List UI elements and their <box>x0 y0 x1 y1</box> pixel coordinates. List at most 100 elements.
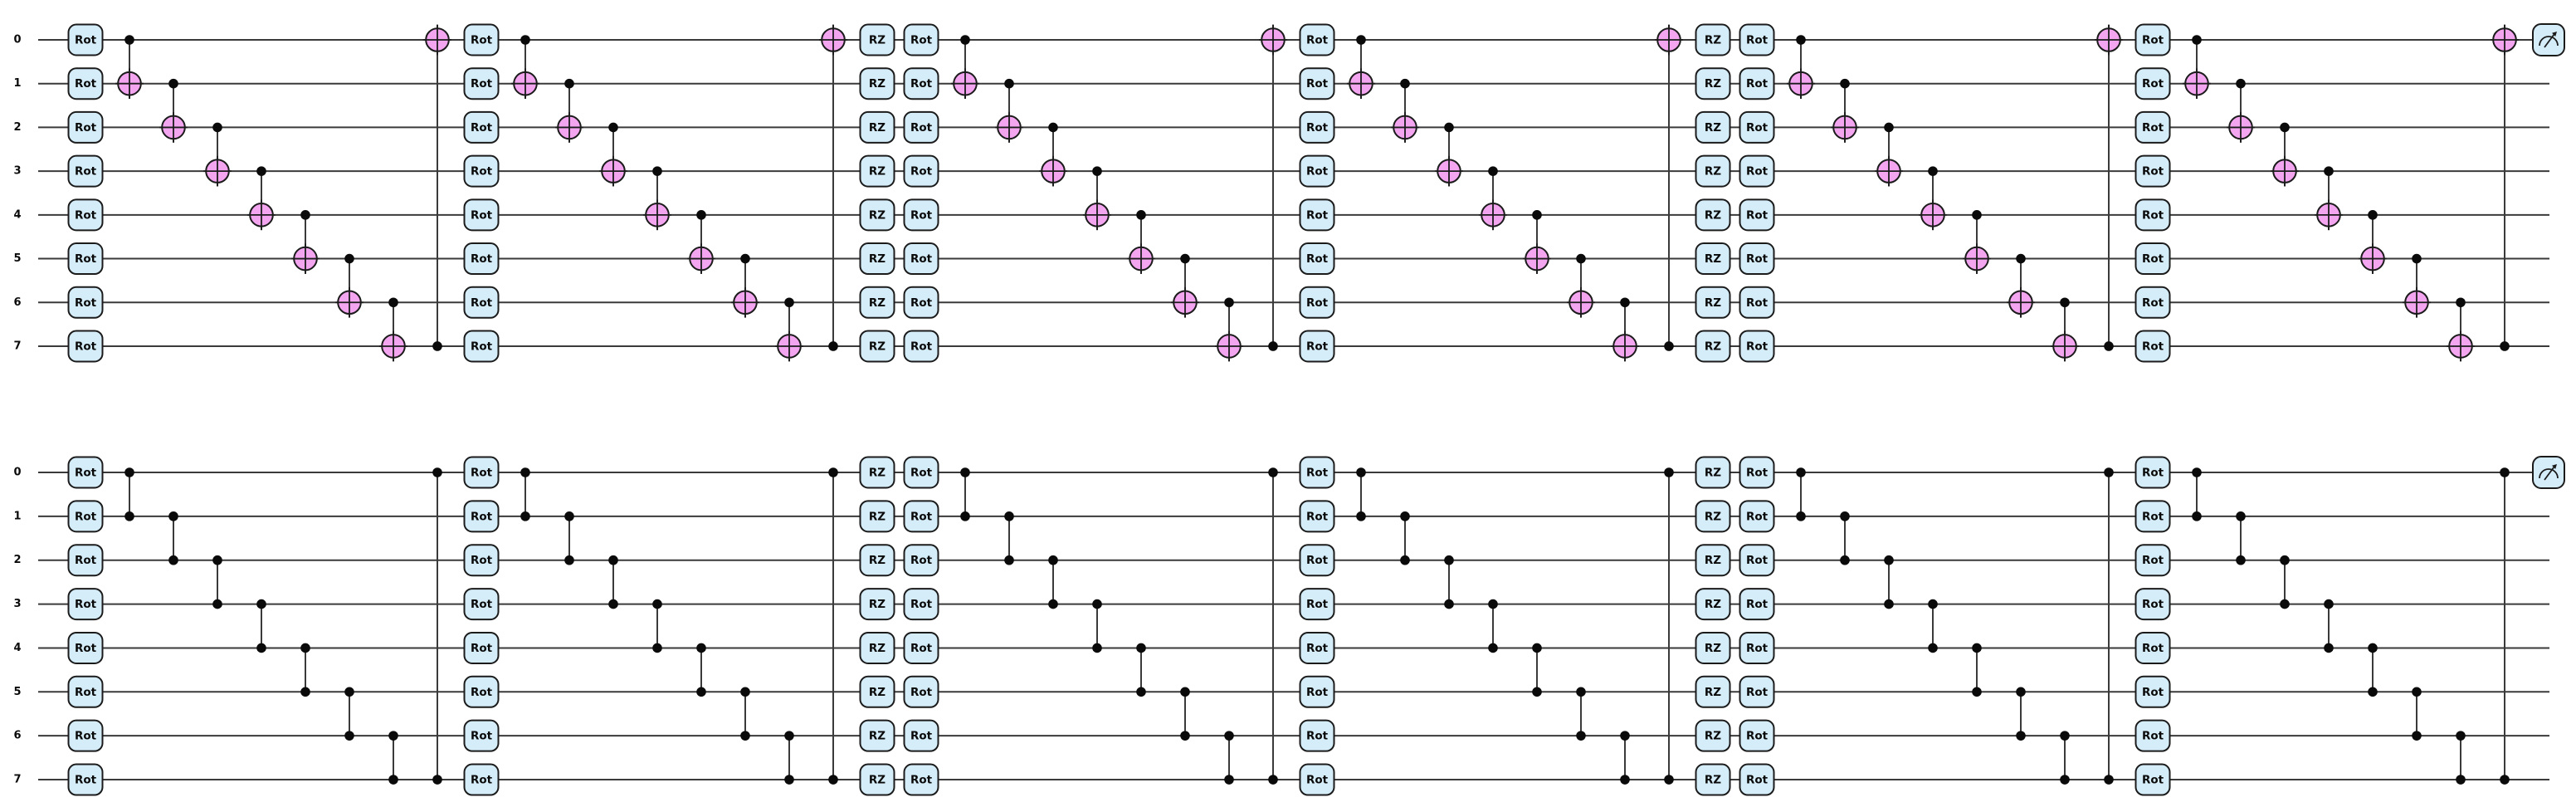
rot-gate-label: Rot <box>910 208 933 222</box>
rot-gate-label: Rot <box>2142 340 2164 353</box>
rz-gate-label: RZ <box>869 252 886 266</box>
rot-gate-label: Rot <box>2142 121 2164 135</box>
cz-gate <box>1488 599 1498 653</box>
cz-gate <box>1532 643 1542 697</box>
wire-label: 0 <box>13 467 21 479</box>
control-dot <box>2324 166 2334 176</box>
rz-gate: RZ <box>1695 500 1731 533</box>
gauge-needle-arrowhead <box>2552 32 2557 37</box>
cz-gate <box>696 643 706 697</box>
cnot-gate <box>1655 24 1683 351</box>
control-dot <box>2368 210 2378 220</box>
cnot-gate <box>599 122 627 187</box>
control-dot <box>1840 78 1850 89</box>
wire-label: 1 <box>13 77 21 90</box>
rot-gate: Rot <box>463 110 500 144</box>
rot-gate-label: Rot <box>2142 467 2164 480</box>
control-dot <box>2236 555 2246 565</box>
rot-gate-box <box>903 286 939 319</box>
cz-gate <box>1928 599 1938 653</box>
rot-gate-box <box>1739 719 1775 752</box>
rot-gate-box <box>67 67 104 100</box>
rz-gate: RZ <box>1695 286 1731 319</box>
rot-gate: Rot <box>903 500 939 533</box>
control-dot <box>828 775 838 785</box>
rot-gate: Rot <box>1299 456 1335 489</box>
rz-gate: RZ <box>1695 763 1731 796</box>
rot-gate-label: Rot <box>75 554 97 567</box>
rz-gate-label: RZ <box>1705 296 1721 310</box>
cz-gate <box>1004 511 1014 565</box>
cnot-gate <box>2227 78 2255 143</box>
rot-gate: Rot <box>2134 198 2171 232</box>
control-dot <box>1092 166 1102 176</box>
rz-gate: RZ <box>859 500 895 533</box>
rot-gate-box <box>1739 286 1775 319</box>
measurement-icon <box>2532 456 2565 489</box>
control-dot <box>1224 775 1234 785</box>
rz-gate-box <box>1695 456 1731 489</box>
cnot-gate <box>1831 78 1859 143</box>
rot-gate-box <box>1299 67 1335 100</box>
control-dot <box>520 35 530 45</box>
rot-gate-label: Rot <box>75 510 97 523</box>
control-dot <box>2456 731 2466 741</box>
control-dot <box>1400 555 1410 565</box>
rot-gate-label: Rot <box>75 121 97 135</box>
cnot-gate <box>379 297 407 362</box>
control-dot <box>1048 122 1058 133</box>
rot-gate: Rot <box>67 286 104 319</box>
rot-gate-box <box>463 198 500 232</box>
rot-gate-label: Rot <box>2142 208 2164 222</box>
control-dot <box>1004 511 1014 521</box>
control-dot <box>1444 599 1454 609</box>
cnot-gate <box>159 78 188 143</box>
rot-gate: Rot <box>903 110 939 144</box>
wire-label: 3 <box>13 165 21 178</box>
cnot-gate <box>2095 24 2123 351</box>
rot-gate: Rot <box>1299 719 1335 752</box>
rot-gate: Rot <box>2134 110 2171 144</box>
control-dot <box>1796 35 1806 45</box>
control-dot <box>432 341 442 351</box>
control-dot <box>1224 297 1234 308</box>
rz-gate: RZ <box>859 544 895 577</box>
rz-gate-label: RZ <box>1705 340 1721 353</box>
rot-gate-box <box>2134 588 2171 621</box>
control-dot <box>1620 775 1630 785</box>
control-dot <box>2324 643 2334 653</box>
rot-gate: Rot <box>67 588 104 621</box>
control-dot <box>1488 643 1498 653</box>
rz-gate: RZ <box>859 242 895 276</box>
cnot-gate <box>2447 297 2475 362</box>
rot-gate-label: Rot <box>75 77 97 90</box>
rot-gate: Rot <box>67 242 104 276</box>
rot-gate: Rot <box>2134 588 2171 621</box>
rot-gate-label: Rot <box>1306 467 1329 480</box>
rot-gate-box <box>463 110 500 144</box>
control-dot <box>1092 643 1102 653</box>
rot-gate: Rot <box>903 675 939 708</box>
control-dot <box>1180 731 1190 741</box>
rot-gate: Rot <box>463 23 500 56</box>
cnot-gate <box>1039 122 1067 187</box>
control-dot <box>2192 35 2202 45</box>
rot-gate: Rot <box>1739 67 1775 100</box>
rot-gate-label: Rot <box>75 686 97 699</box>
wire-label: 5 <box>13 252 21 265</box>
wire-label: 6 <box>13 730 21 742</box>
control-dot <box>608 122 618 133</box>
control-dot <box>1884 555 1894 565</box>
rz-gate: RZ <box>859 154 895 188</box>
rz-gate-box <box>1695 763 1731 796</box>
rot-gate-box <box>67 588 104 621</box>
rot-gate-box <box>67 242 104 276</box>
control-dot <box>2456 775 2466 785</box>
rot-gate-box <box>2134 456 2171 489</box>
rz-gate-label: RZ <box>1705 554 1721 567</box>
rot-gate-label: Rot <box>1746 598 1769 611</box>
control-dot <box>1400 78 1410 89</box>
cnot-gate <box>2183 35 2211 100</box>
control-dot <box>740 731 750 741</box>
rz-gate-box <box>859 588 895 621</box>
